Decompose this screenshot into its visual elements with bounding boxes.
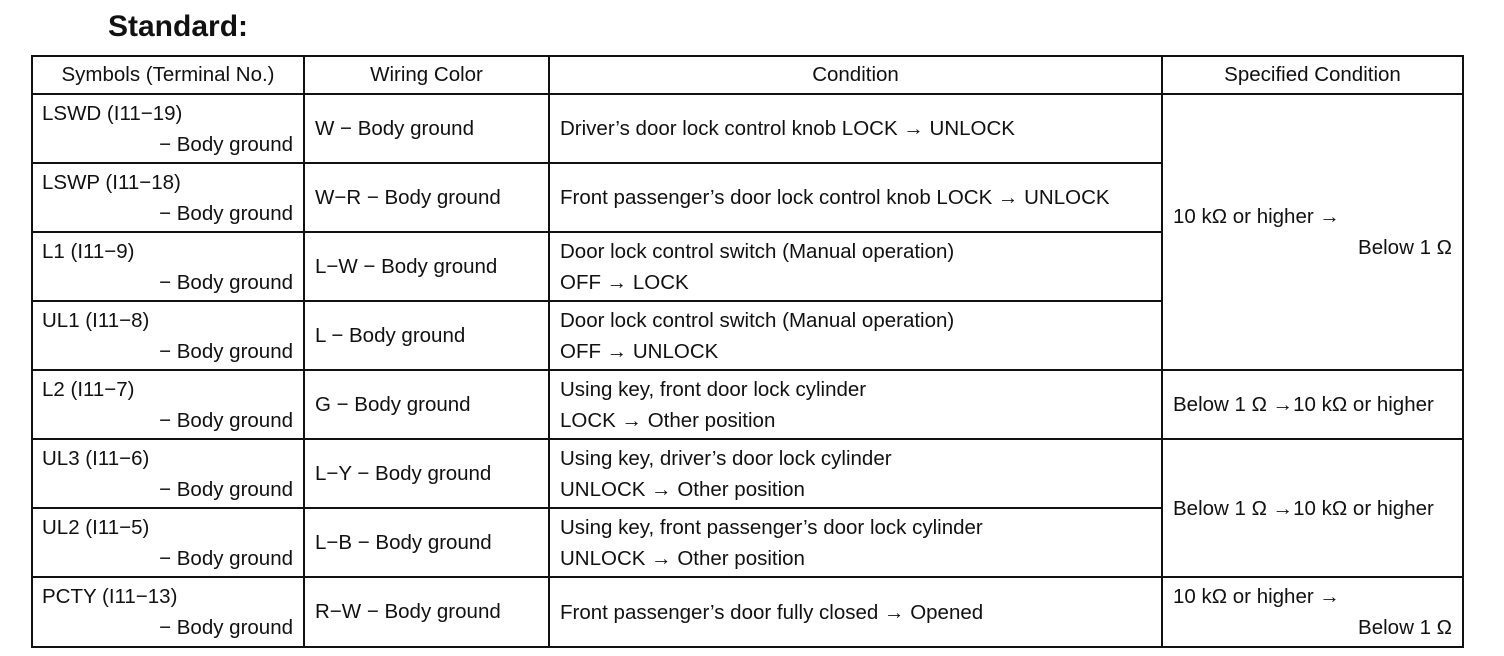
condition-line: Front passenger’s door lock control knob… [560,186,1110,209]
specified-line: Below 1 Ω [1358,236,1452,259]
symbol-cell: L2 (I11−7) − Body ground [31,369,305,440]
specified-line: 10 kΩ or higher → [1173,585,1340,608]
wiring-color-cell: L−Y − Body ground [303,438,550,509]
symbol-cell: UL2 (I11−5) − Body ground [31,507,305,578]
condition-cell: Using key, front passenger’s door lock c… [548,507,1163,578]
condition-cell: Front passenger’s door lock control knob… [548,162,1163,233]
terminal-ground: − Body ground [159,477,293,501]
terminal-symbol: LSWD (I11−19) [42,101,183,125]
terminal-ground: − Body ground [159,132,293,156]
symbol-cell: UL1 (I11−8) − Body ground [31,300,305,371]
specified-line: Below 1 Ω →10 kΩ or higher [1173,393,1434,416]
terminal-symbol: UL3 (I11−6) [42,446,150,470]
table-row: UL2 (I11−5) − Body ground L−B − Body gro… [31,507,1463,578]
symbol-cell: UL3 (I11−6) − Body ground [31,438,305,509]
condition-cell: Using key, front door lock cylinder LOCK… [548,369,1163,440]
condition-line: LOCK → Other position [560,408,776,432]
symbol-cell: LSWP (I11−18) − Body ground [31,162,305,233]
terminal-symbol: PCTY (I11−13) [42,585,178,608]
terminal-ground: − Body ground [159,201,293,225]
table-row: PCTY (I11−13) − Body ground R−W − Body g… [31,576,1464,648]
wiring-color-cell: W−R − Body ground [303,162,550,233]
symbol-cell: L1 (I11−9) − Body ground [31,231,305,302]
header-specified-condition: Specified Condition [1161,55,1464,95]
specified-line: 10 kΩ or higher → [1173,205,1340,228]
condition-line: Using key, driver’s door lock cylinder [560,446,892,470]
specified-condition-cell: 10 kΩ or higher → Below 1 Ω [1161,576,1464,648]
condition-line: OFF → LOCK [560,270,689,294]
condition-cell: Driver’s door lock control knob LOCK → U… [548,93,1163,164]
condition-line: UNLOCK → Other position [560,477,805,501]
header-symbols: Symbols (Terminal No.) [31,55,305,95]
specified-condition-cell: Below 1 Ω →10 kΩ or higher [1161,438,1464,578]
header-condition: Condition [548,55,1163,95]
terminal-symbol: L2 (I11−7) [42,377,135,401]
terminal-symbol: L1 (I11−9) [42,239,135,263]
table-row: LSWP (I11−18) − Body ground W−R − Body g… [31,162,1463,233]
specified-line: Below 1 Ω [1358,616,1452,639]
symbol-cell: LSWD (I11−19) − Body ground [31,93,305,164]
specified-condition-cell: Below 1 Ω →10 kΩ or higher [1161,369,1464,440]
wiring-color-cell: L − Body ground [303,300,550,371]
condition-line: OFF → UNLOCK [560,339,719,363]
terminal-ground: − Body ground [159,339,293,363]
page-title: Standard: [108,10,249,43]
condition-cell: Door lock control switch (Manual operati… [548,231,1163,302]
wiring-color-cell: L−B − Body ground [303,507,550,578]
symbol-cell: PCTY (I11−13) − Body ground [31,576,305,648]
terminal-symbol: LSWP (I11−18) [42,170,181,194]
wiring-color-cell: L−W − Body ground [303,231,550,302]
condition-line: Using key, front door lock cylinder [560,377,867,401]
table-header-row: Symbols (Terminal No.) Wiring Color Cond… [31,55,1464,95]
condition-line: UNLOCK → Other position [560,546,805,570]
terminal-ground: − Body ground [159,270,293,294]
wiring-color-cell: G − Body ground [303,369,550,440]
condition-cell: Door lock control switch (Manual operati… [548,300,1163,371]
specification-table: Symbols (Terminal No.) Wiring Color Cond… [31,55,1464,648]
terminal-ground: − Body ground [159,408,293,432]
header-wiring-color: Wiring Color [303,55,550,95]
condition-line: Front passenger’s door fully closed → Op… [560,600,984,624]
table-row: L1 (I11−9) − Body ground L−W − Body grou… [31,231,1463,302]
terminal-symbol: UL1 (I11−8) [42,308,150,332]
table-row: LSWD (I11−19) − Body ground W − Body gro… [31,93,1464,371]
terminal-ground: − Body ground [159,616,293,639]
condition-line: Door lock control switch (Manual operati… [560,239,955,263]
table-row: UL3 (I11−6) − Body ground L−Y − Body gro… [31,438,1464,578]
condition-cell: Using key, driver’s door lock cylinder U… [548,438,1163,509]
table-row: L2 (I11−7) − Body ground G − Body ground… [31,369,1464,440]
condition-line: Driver’s door lock control knob LOCK → U… [560,117,1015,140]
specified-condition-cell: 10 kΩ or higher → Below 1 Ω [1161,93,1464,371]
table-row: UL1 (I11−8) − Body ground L − Body groun… [31,300,1463,371]
wiring-color-cell: W − Body ground [303,93,550,164]
terminal-symbol: UL2 (I11−5) [42,515,150,539]
terminal-ground: − Body ground [159,546,293,570]
condition-line: Door lock control switch (Manual operati… [560,308,955,332]
condition-cell: Front passenger’s door fully closed → Op… [548,576,1163,648]
wiring-color-cell: R−W − Body ground [303,576,550,648]
condition-line: Using key, front passenger’s door lock c… [560,515,983,539]
specified-line: Below 1 Ω →10 kΩ or higher [1173,496,1434,520]
